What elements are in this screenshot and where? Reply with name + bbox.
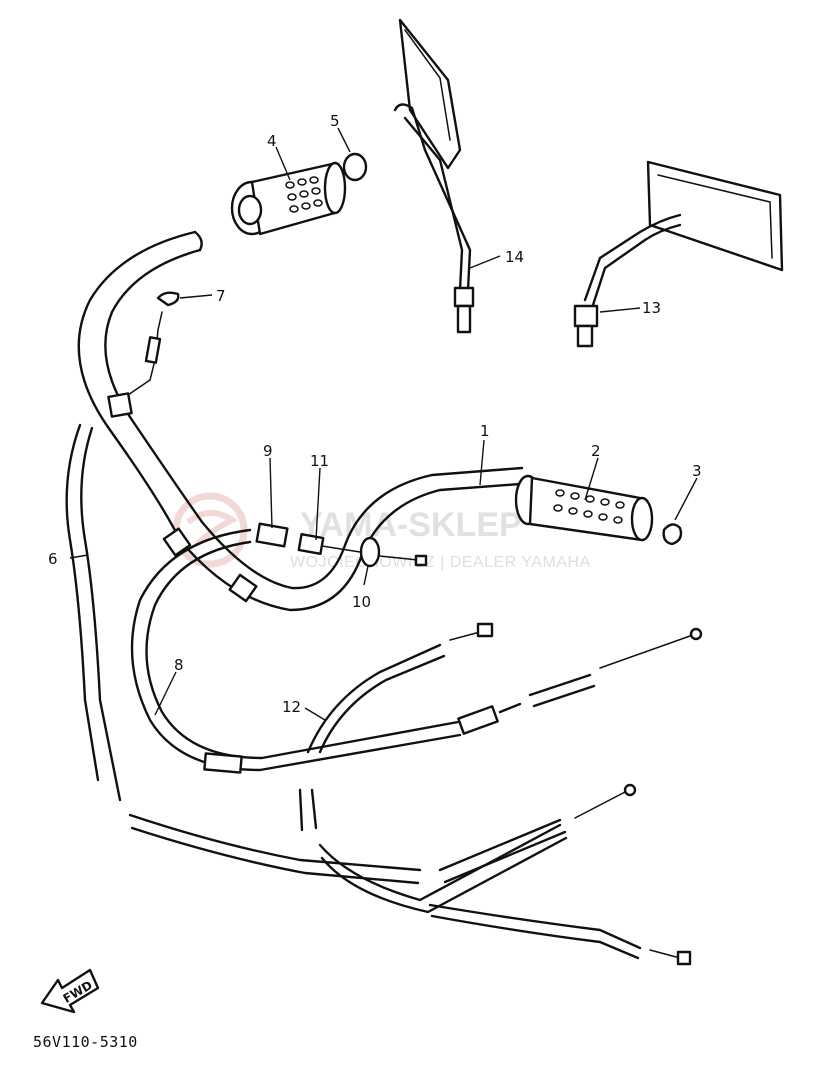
- cable-adjuster: [255, 522, 428, 568]
- mirror-right: [573, 160, 784, 348]
- callout-13: 13: [642, 299, 661, 317]
- callout-2: 2: [591, 442, 601, 460]
- mirror-left: [393, 18, 475, 334]
- callout-3: 3: [692, 462, 702, 480]
- callout-12: 12: [282, 698, 301, 716]
- callout-labels: 1 2 3 4 5 6 7 8 9 10 11 12 13 14: [48, 112, 702, 716]
- callout-1: 1: [480, 422, 490, 440]
- leader-lines: [69, 127, 698, 721]
- callout-4: 4: [267, 132, 277, 150]
- handlebar: [77, 230, 524, 612]
- cable-8: [130, 528, 703, 774]
- switch-lead: [107, 291, 180, 418]
- watermark: YAMA-SKLEP WOJCIECHOWICZ | DEALER YAMAHA: [172, 492, 591, 571]
- cable-lower: [318, 783, 692, 966]
- handlebar-grip: [514, 474, 683, 546]
- callout-7: 7: [216, 287, 226, 305]
- cable-12: [298, 622, 494, 832]
- callout-6: 6: [48, 550, 58, 568]
- drawing-code: 56V110-5310: [33, 1033, 138, 1051]
- callout-5: 5: [330, 112, 340, 130]
- callout-8: 8: [174, 656, 184, 674]
- callout-11: 11: [310, 452, 329, 470]
- callout-9: 9: [263, 442, 273, 460]
- handlebar-end-cap: [662, 523, 683, 546]
- throttle-grip: [230, 152, 368, 236]
- fwd-arrow-icon: FWD: [40, 968, 100, 1014]
- cable-6: [65, 423, 422, 885]
- callout-10: 10: [352, 593, 371, 611]
- grip-end-spacer: [342, 152, 368, 182]
- callout-14: 14: [505, 248, 524, 266]
- watermark-title: YAMA-SKLEP: [300, 506, 522, 544]
- watermark-subtitle: WOJCIECHOWICZ | DEALER YAMAHA: [290, 554, 591, 571]
